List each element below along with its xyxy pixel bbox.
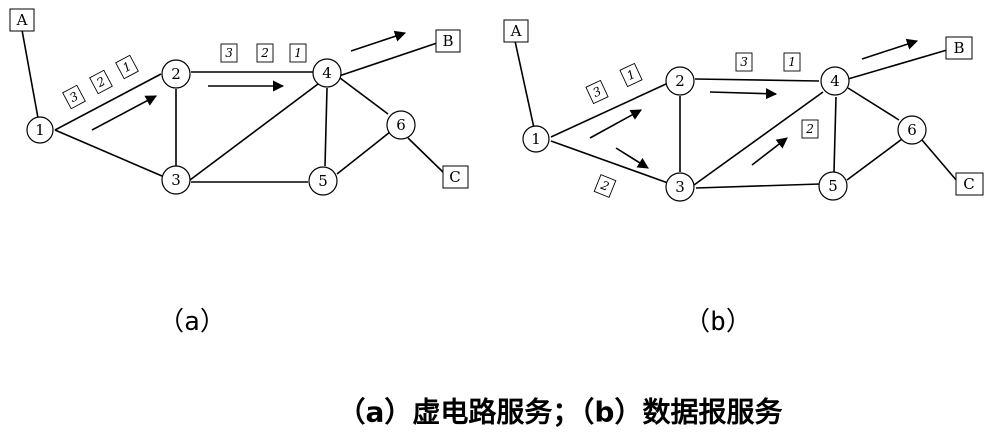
packet: 2 bbox=[801, 119, 819, 139]
edge-4-5 bbox=[833, 96, 837, 173]
edge-a-1 bbox=[514, 40, 535, 129]
node-4 bbox=[820, 66, 850, 96]
node-label-4: 4 bbox=[830, 72, 840, 90]
packet: 2 bbox=[593, 174, 617, 198]
node-label-2: 2 bbox=[675, 72, 685, 90]
svg-text:1: 1 bbox=[788, 55, 796, 69]
packet: 2 bbox=[256, 43, 274, 63]
figure-caption: （a）虚电路服务；（b）数据报服务 bbox=[338, 396, 783, 429]
host-label-c: C bbox=[963, 175, 974, 193]
sublabel-b: （b） bbox=[684, 307, 752, 337]
host-label-a: A bbox=[510, 22, 522, 40]
node-3 bbox=[161, 165, 191, 195]
edge-4-6 bbox=[847, 87, 900, 121]
arrow-icon bbox=[861, 38, 919, 60]
node-label-2: 2 bbox=[171, 65, 181, 83]
host-label-b: B bbox=[953, 39, 964, 57]
node-3 bbox=[665, 172, 695, 202]
edge-5-6 bbox=[846, 138, 903, 181]
packet: 3 bbox=[62, 84, 86, 110]
node-label-3: 3 bbox=[171, 171, 181, 189]
node-6 bbox=[386, 110, 416, 140]
edge-a-1 bbox=[21, 29, 39, 119]
host-box-a bbox=[503, 19, 529, 43]
edge-1-2 bbox=[550, 83, 667, 138]
svg-text:2: 2 bbox=[805, 122, 814, 136]
svg-text:3: 3 bbox=[740, 55, 748, 69]
sublabel-a: （a） bbox=[158, 307, 226, 337]
packet: 3 bbox=[735, 52, 753, 72]
node-label-6: 6 bbox=[396, 116, 406, 134]
edge-5-6 bbox=[336, 131, 391, 175]
edge-4-6 bbox=[339, 77, 389, 115]
edge-3-5 bbox=[695, 183, 821, 189]
node-label-5: 5 bbox=[318, 172, 328, 190]
packet: 2 bbox=[89, 69, 113, 95]
edge-2-4 bbox=[694, 78, 820, 82]
packet: 3 bbox=[585, 79, 609, 105]
packet: 1 bbox=[783, 52, 801, 72]
arrow-icon bbox=[589, 109, 642, 139]
node-label-1: 1 bbox=[531, 130, 541, 148]
edge-4-b bbox=[338, 42, 438, 77]
edge-3-4 bbox=[189, 83, 319, 181]
packet: 1 bbox=[115, 54, 139, 80]
packet: 1 bbox=[289, 43, 307, 63]
node-1 bbox=[522, 125, 550, 153]
edge-6-c bbox=[407, 137, 446, 175]
host-label-b: B bbox=[442, 32, 453, 50]
svg-text:1: 1 bbox=[294, 46, 302, 60]
host-label-c: C bbox=[449, 168, 460, 186]
arrow-icon bbox=[751, 137, 788, 166]
diagram-b: A B C 1 2 3 4 5 6 3 1 2 bbox=[503, 19, 984, 202]
node-label-1: 1 bbox=[35, 121, 45, 139]
node-1 bbox=[26, 116, 54, 144]
node-label-5: 5 bbox=[828, 177, 838, 195]
host-box-c bbox=[955, 172, 984, 196]
host-box-b bbox=[435, 29, 461, 53]
host-box-c bbox=[442, 165, 469, 189]
edge-3-4 bbox=[693, 91, 824, 186]
diagram-a: A B C 1 2 3 4 5 6 3 2 1 bbox=[9, 8, 469, 196]
node-4 bbox=[312, 58, 342, 88]
node-label-6: 6 bbox=[907, 121, 917, 139]
host-box-a bbox=[9, 8, 35, 32]
host-box-b bbox=[945, 36, 973, 60]
arrow-icon bbox=[709, 88, 778, 100]
edge-4-5 bbox=[324, 87, 328, 167]
packet: 3 bbox=[220, 43, 238, 63]
edge-1-3 bbox=[550, 140, 669, 184]
edge-6-c bbox=[921, 139, 958, 182]
host-label-a: A bbox=[16, 11, 28, 29]
node-label-4: 4 bbox=[322, 64, 332, 82]
edge-1-3 bbox=[54, 129, 163, 177]
node-5 bbox=[308, 166, 338, 196]
node-2 bbox=[161, 59, 191, 89]
packet: 1 bbox=[619, 62, 643, 88]
edge-4-b bbox=[847, 49, 948, 80]
svg-text:2: 2 bbox=[260, 46, 269, 60]
node-label-3: 3 bbox=[675, 178, 685, 196]
node-5 bbox=[818, 171, 848, 201]
node-6 bbox=[897, 115, 927, 145]
arrow-icon bbox=[615, 147, 649, 169]
node-2 bbox=[665, 66, 695, 96]
arrow-icon bbox=[91, 95, 157, 131]
arrow-icon bbox=[350, 30, 407, 52]
edge-1-2 bbox=[54, 73, 162, 131]
svg-text:3: 3 bbox=[225, 46, 233, 60]
